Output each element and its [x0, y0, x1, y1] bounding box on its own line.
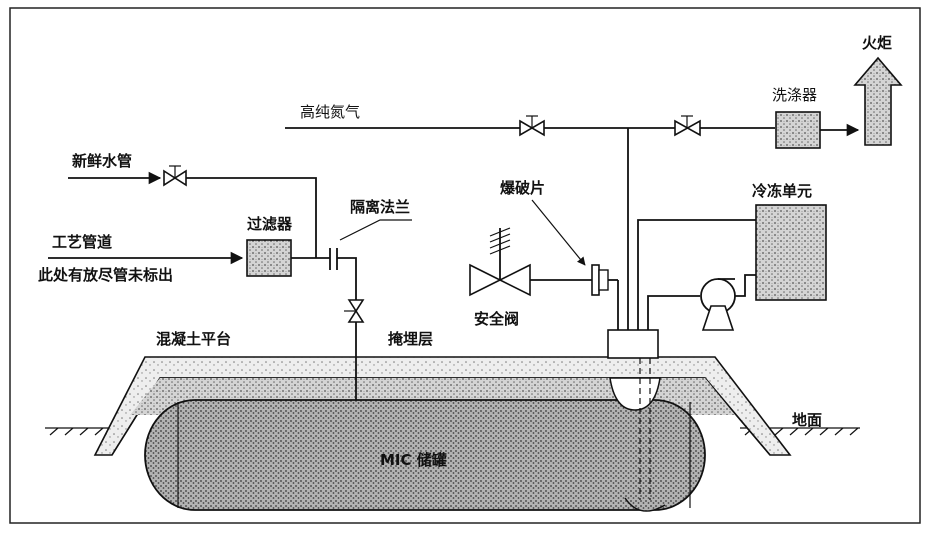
fresh-water-valve[interactable] [163, 165, 187, 187]
label-concrete-platform: 混凝土平台 [156, 330, 231, 348]
scrubber: 洗涤器 [772, 86, 860, 149]
tank-inlet-valve[interactable] [344, 299, 365, 323]
label-fresh-water-pipe: 新鲜水管 [72, 152, 132, 170]
label-drain-note: 此处有放尽管未标出 [38, 266, 173, 284]
label-filter: 过滤器 [247, 215, 293, 233]
process-pipeline: 工艺管道 此处有放尽管未标出 过滤器 [38, 215, 365, 400]
label-isolation-flange: 隔离法兰 [350, 198, 410, 216]
filter [246, 239, 292, 277]
label-burial-layer: 掩埋层 [388, 330, 433, 348]
label-safety-valve: 安全阀 [474, 310, 519, 328]
frame-border [9, 7, 921, 524]
safety-valve-icon[interactable]: 安全阀 [469, 227, 592, 328]
nitrogen-valve-2[interactable] [674, 115, 701, 137]
tank-nozzle [607, 329, 661, 500]
ground-line [45, 427, 860, 436]
refrigeration-unit: 冷冻单元 [637, 182, 827, 330]
label-process-pipeline: 工艺管道 [52, 233, 112, 251]
label-rupture-disc: 爆破片 [500, 179, 545, 197]
nitrogen-valve-1[interactable] [519, 115, 545, 137]
label-high-purity-nitrogen: 高纯氮气 [300, 103, 360, 121]
label-ground: 地面 [792, 411, 822, 429]
mic-storage-tank: MIC 储罐 [144, 399, 706, 512]
nitrogen-line [285, 127, 775, 330]
fresh-water-line: 新鲜水管 [68, 152, 317, 258]
label-scrubber: 洗涤器 [772, 86, 817, 104]
pump-icon [700, 278, 736, 331]
isolation-flange-callout: 隔离法兰 [339, 198, 412, 241]
label-refrigeration-unit: 冷冻单元 [752, 182, 812, 200]
torch-arrow-icon: 火炬 [853, 34, 903, 146]
label-torch: 火炬 [862, 34, 892, 52]
rupture-disc: 爆破片 [500, 179, 619, 330]
tank-label: MIC 储罐 [380, 451, 447, 469]
